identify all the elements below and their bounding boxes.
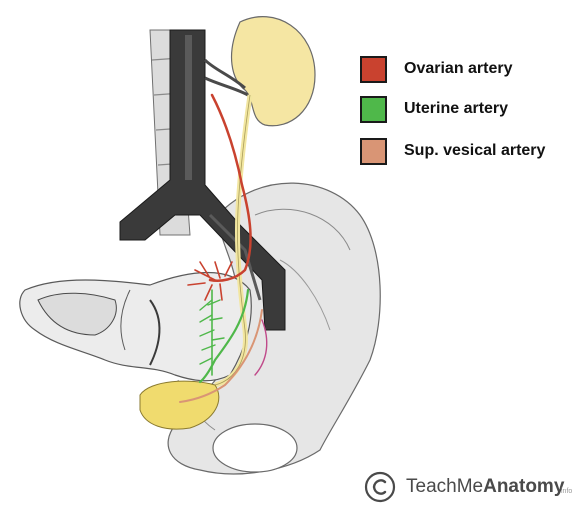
superior-vesical-artery	[179, 309, 268, 403]
uterus-and-ovary	[19, 272, 252, 382]
ovarian-artery	[187, 93, 252, 301]
legend-item-ovarian-artery: Ovarian artery	[360, 56, 575, 90]
teachmeanatomy-watermark: TeachMeAnatomy info	[364, 469, 579, 509]
legend-label: Ovarian artery	[404, 60, 513, 77]
urinary-bladder	[139, 380, 220, 430]
legend-item-uterine-artery: Uterine artery	[360, 96, 575, 130]
brand-name-part1: TeachMe	[406, 476, 484, 497]
legend-item-sup-vesical-artery: Sup. vesical artery	[360, 138, 575, 172]
brand-suffix: info	[561, 488, 573, 495]
obturator-foramen	[212, 423, 298, 473]
ovarian-artery-swatch	[360, 56, 387, 83]
uterine-artery-swatch	[360, 96, 387, 123]
legend-label: Sup. vesical artery	[404, 142, 546, 159]
kidney	[203, 16, 316, 127]
brand-name: TeachMeAnatomy	[406, 476, 564, 498]
copyright-icon	[364, 471, 396, 503]
legend-label: Uterine artery	[404, 100, 509, 117]
sup-vesical-artery-swatch	[360, 138, 387, 165]
major-vessels	[119, 29, 286, 331]
brand-name-part2: Anatomy	[483, 476, 565, 497]
uterine-artery	[198, 288, 250, 384]
